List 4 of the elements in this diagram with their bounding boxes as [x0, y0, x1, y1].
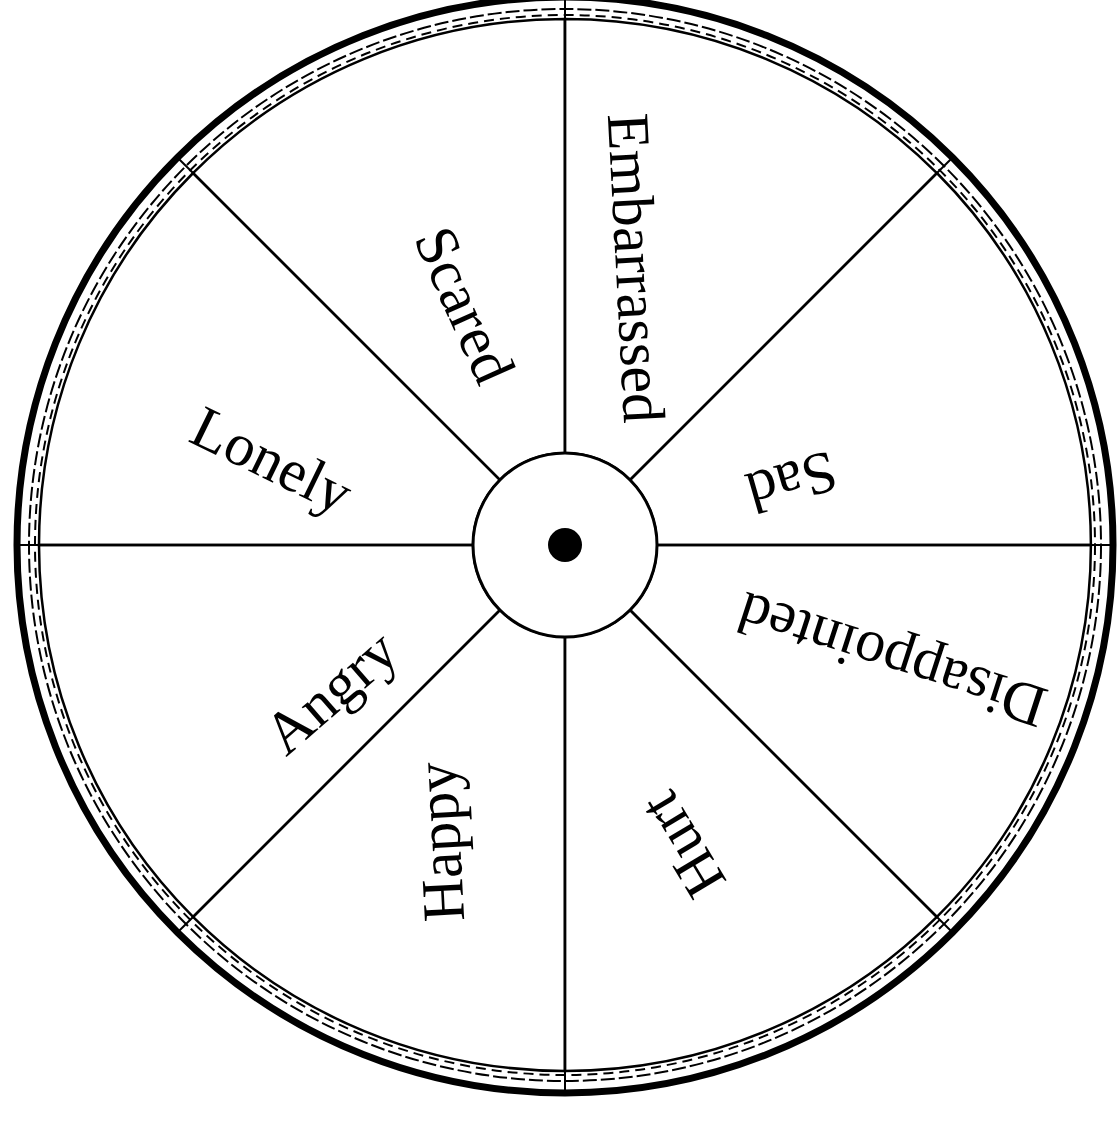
emotion-label: Sad — [740, 440, 844, 524]
emotion-label: Scared — [404, 218, 526, 392]
emotion-label: Happy — [405, 760, 475, 924]
emotion-label: Embarrassed — [597, 111, 674, 425]
